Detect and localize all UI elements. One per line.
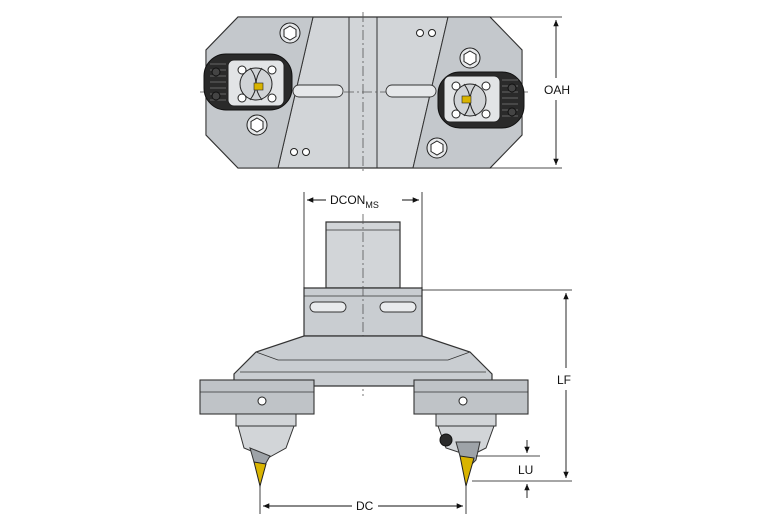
lu-dimension: LU	[476, 440, 540, 498]
left-insert-top	[253, 82, 264, 91]
lu-label: LU	[518, 463, 533, 477]
dc-label: DC	[356, 499, 374, 513]
left-insert	[253, 461, 267, 488]
left-cutting-head	[235, 413, 297, 488]
right-cutting-head	[435, 413, 497, 487]
right-insert	[459, 455, 475, 487]
left-clamp-unit	[203, 53, 293, 111]
screw-bottom-right	[426, 137, 448, 159]
dcon-label: DCON	[330, 193, 365, 207]
screw-top-right	[459, 47, 481, 69]
top-view: OAH	[200, 12, 570, 172]
screw-top-left	[279, 22, 301, 44]
oah-dimension: OAH	[490, 16, 570, 169]
dcon-subscript: MS	[365, 200, 379, 210]
right-insert-top	[461, 95, 472, 104]
lf-label: LF	[557, 373, 571, 387]
svg-text:DCONMS: DCONMS	[330, 193, 379, 210]
right-clamp-unit	[437, 71, 525, 129]
oah-label: OAH	[544, 83, 570, 97]
dcon-dimension: DCONMS	[303, 192, 423, 288]
side-view: DCONMS LF LU DC	[199, 192, 572, 514]
screw-mid-left	[246, 114, 268, 136]
lf-dimension: LF	[422, 289, 572, 482]
dc-dimension: DC	[259, 484, 467, 514]
